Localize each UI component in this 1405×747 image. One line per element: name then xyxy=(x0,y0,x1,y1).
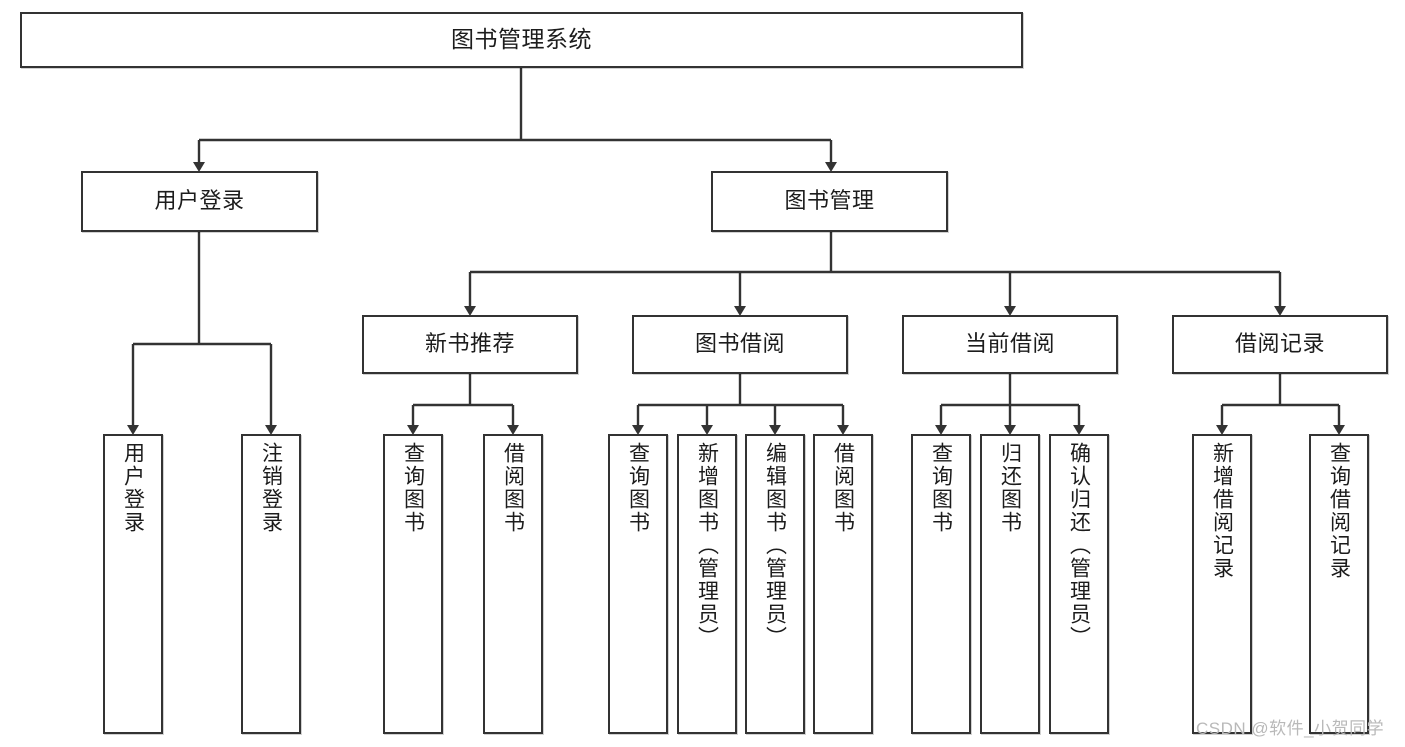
node-label: 确认归还（管理员） xyxy=(1067,442,1091,649)
node-label: 借阅记录 xyxy=(1234,331,1325,357)
node-label: 查询借阅记录 xyxy=(1327,442,1351,580)
node-label: 编辑图书（管理员） xyxy=(763,442,787,649)
node-user-login[interactable]: 用户登录 xyxy=(81,171,318,232)
node-book-management[interactable]: 图书管理 xyxy=(711,171,948,232)
node-leaf-current-borrow-confirm[interactable]: 确认归还（管理员） xyxy=(1049,434,1109,734)
node-label: 当前借阅 xyxy=(964,331,1055,357)
node-leaf-book-borrow-edit[interactable]: 编辑图书（管理员） xyxy=(745,434,805,734)
csdn-watermark: CSDN @软件_小贺同学 xyxy=(1196,719,1385,738)
node-label: 查询图书 xyxy=(401,442,425,534)
node-leaf-current-borrow-query[interactable]: 查询图书 xyxy=(911,434,971,734)
node-label: 借阅图书 xyxy=(501,442,525,534)
node-label: 用户登录 xyxy=(121,442,145,534)
node-leaf-current-borrow-return[interactable]: 归还图书 xyxy=(980,434,1040,734)
node-root-system[interactable]: 图书管理系统 xyxy=(20,12,1023,68)
node-book-borrow[interactable]: 图书借阅 xyxy=(632,315,848,374)
node-leaf-borrow-record-add[interactable]: 新增借阅记录 xyxy=(1192,434,1252,734)
node-new-book-recommend[interactable]: 新书推荐 xyxy=(362,315,578,374)
node-label: 新增借阅记录 xyxy=(1210,442,1234,580)
node-current-borrow[interactable]: 当前借阅 xyxy=(902,315,1118,374)
node-label: 新书推荐 xyxy=(424,331,515,357)
node-leaf-book-borrow-add[interactable]: 新增图书（管理员） xyxy=(677,434,737,734)
node-borrow-record[interactable]: 借阅记录 xyxy=(1172,315,1388,374)
node-leaf-book-borrow-query[interactable]: 查询图书 xyxy=(608,434,668,734)
node-label: 图书管理系统 xyxy=(451,26,592,53)
node-label: 借阅图书 xyxy=(831,442,855,534)
node-label: 查询图书 xyxy=(929,442,953,534)
node-label: 归还图书 xyxy=(998,442,1022,534)
node-label: 图书管理 xyxy=(784,188,875,214)
node-label: 图书借阅 xyxy=(694,331,785,357)
node-leaf-new-book-borrow[interactable]: 借阅图书 xyxy=(483,434,543,734)
node-label: 新增图书（管理员） xyxy=(695,442,719,649)
node-leaf-user-login-signin[interactable]: 用户登录 xyxy=(103,434,163,734)
node-leaf-book-borrow-borrow[interactable]: 借阅图书 xyxy=(813,434,873,734)
node-label: 用户登录 xyxy=(154,188,245,214)
node-leaf-new-book-query[interactable]: 查询图书 xyxy=(383,434,443,734)
node-leaf-borrow-record-query[interactable]: 查询借阅记录 xyxy=(1309,434,1369,734)
node-label: 查询图书 xyxy=(626,442,650,534)
node-leaf-user-login-signout[interactable]: 注销登录 xyxy=(241,434,301,734)
node-label: 注销登录 xyxy=(259,442,283,534)
